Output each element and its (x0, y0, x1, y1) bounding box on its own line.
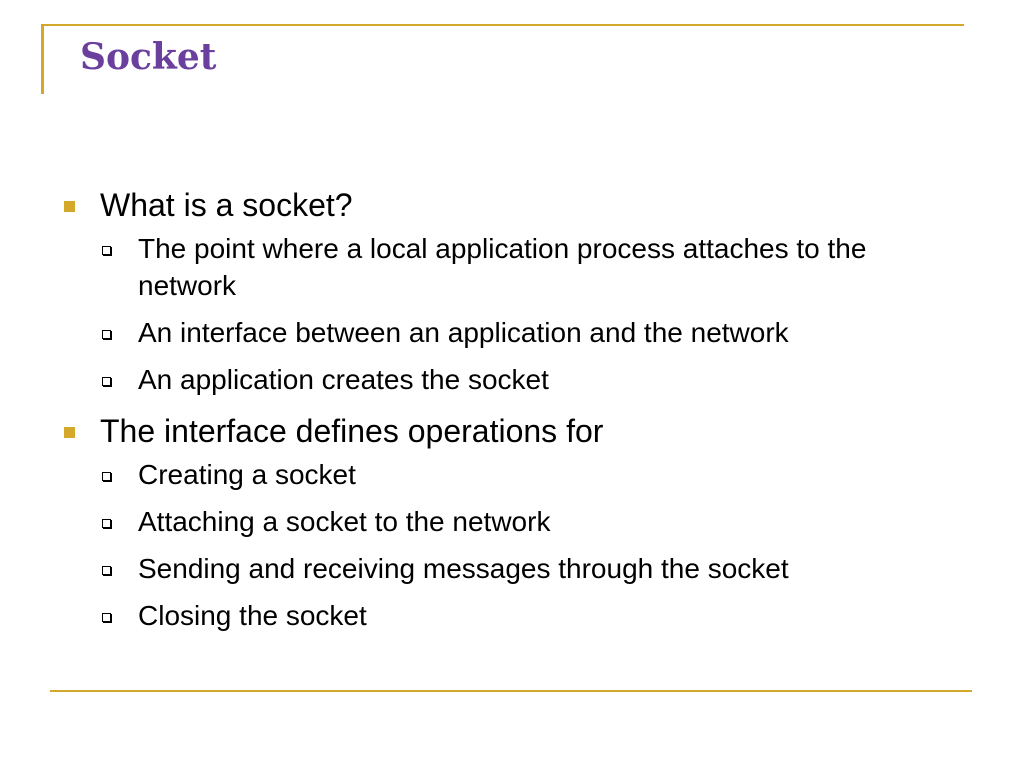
sub-bullet-text: Attaching a socket to the network (138, 506, 551, 537)
top-rule (41, 24, 964, 26)
bullet-item: What is a socket? (58, 184, 958, 226)
sub-bullet-item: Closing the socket (58, 597, 938, 634)
sub-bullet-item: An application creates the socket (58, 361, 938, 398)
sub-bullet-item: Sending and receiving messages through t… (58, 550, 938, 587)
hollow-square-bullet-icon (102, 613, 111, 622)
hollow-square-bullet-icon (102, 246, 111, 255)
bullet-text: The interface defines operations for (100, 413, 604, 449)
hollow-square-bullet-icon (102, 330, 111, 339)
hollow-square-bullet-icon (102, 472, 111, 481)
bottom-rule (50, 690, 972, 692)
sub-bullet-item: Creating a socket (58, 456, 938, 493)
bullet-text: What is a socket? (100, 187, 353, 223)
sub-bullet-item: The point where a local application proc… (58, 230, 938, 304)
square-bullet-icon (64, 427, 75, 438)
sub-bullet-item: An interface between an application and … (58, 314, 938, 351)
sub-bullet-text: Creating a socket (138, 459, 356, 490)
square-bullet-icon (64, 201, 75, 212)
sub-bullet-text: An application creates the socket (138, 364, 549, 395)
bullet-item: The interface defines operations for (58, 410, 958, 452)
sub-bullet-item: Attaching a socket to the network (58, 503, 938, 540)
hollow-square-bullet-icon (102, 377, 111, 386)
sub-bullet-text: An interface between an application and … (138, 317, 789, 348)
sub-bullet-text: Closing the socket (138, 600, 367, 631)
sub-bullet-text: The point where a local application proc… (138, 233, 867, 301)
left-rule (41, 24, 44, 94)
hollow-square-bullet-icon (102, 519, 111, 528)
sub-bullet-text: Sending and receiving messages through t… (138, 553, 789, 584)
slide-title: Socket (80, 36, 217, 78)
slide-body: What is a socket? The point where a loca… (58, 184, 958, 644)
hollow-square-bullet-icon (102, 566, 111, 575)
